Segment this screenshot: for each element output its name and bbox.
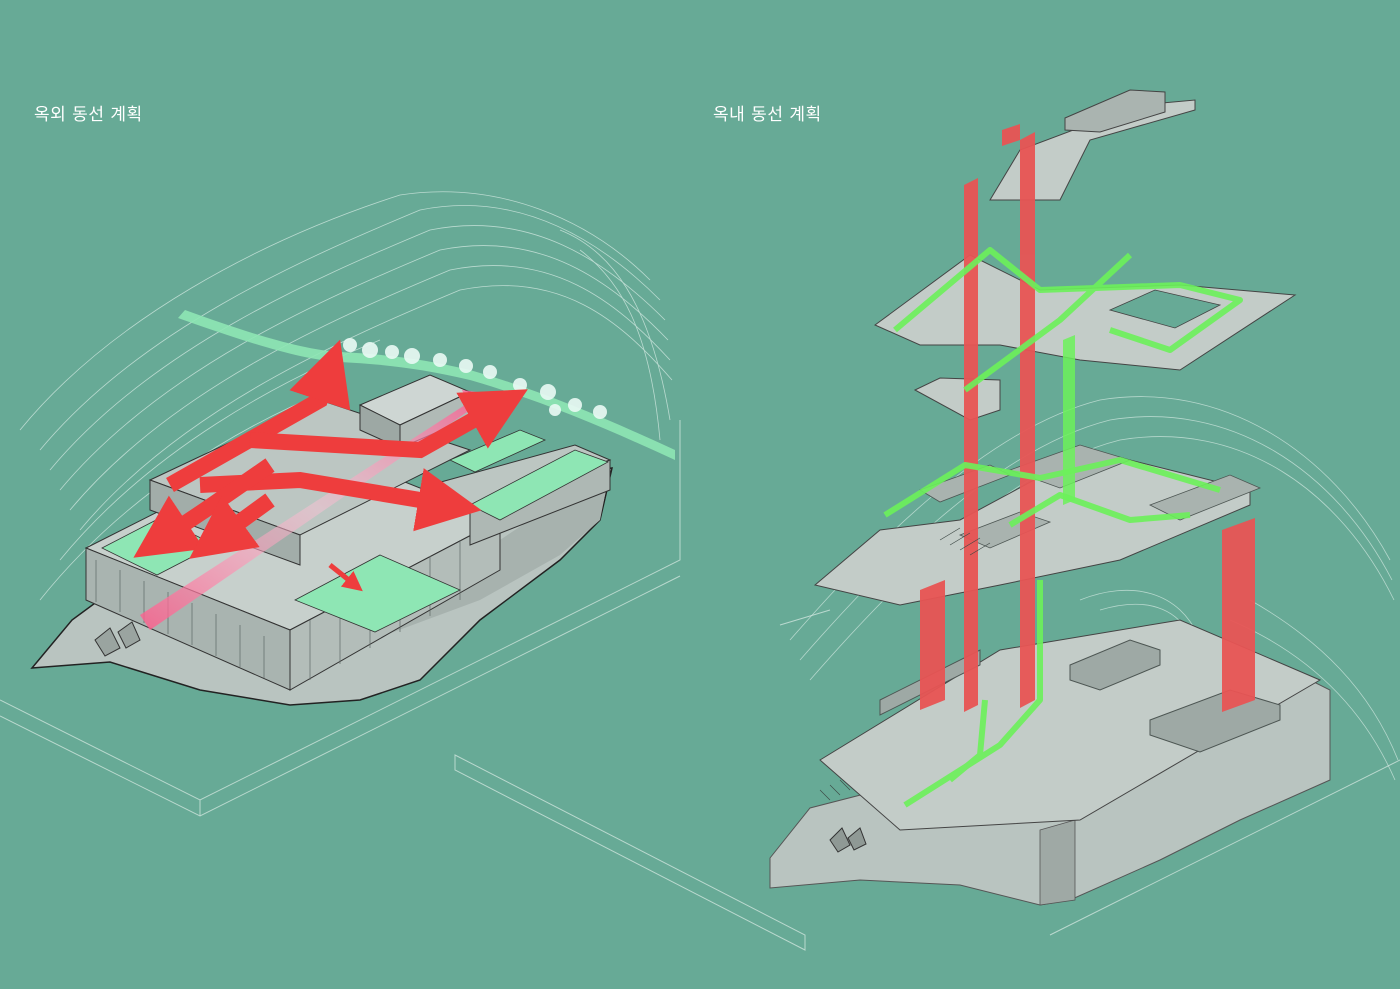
route-upper bbox=[893, 247, 1243, 353]
horizontal-circulation bbox=[883, 247, 1243, 808]
outdoor-diagram bbox=[0, 191, 681, 817]
base-stairs-right bbox=[829, 827, 867, 853]
core-a bbox=[1020, 132, 1035, 708]
floor-upper-void bbox=[1108, 289, 1222, 329]
vertical-cores bbox=[920, 124, 1255, 712]
indoor-circulation-title: 옥내 동선 계획 bbox=[713, 105, 822, 125]
floor-roof bbox=[989, 99, 1196, 201]
outdoor-circulation-arrows bbox=[133, 339, 528, 559]
green-vertical-shaft bbox=[1063, 335, 1075, 505]
route-ground-link bbox=[948, 699, 988, 783]
site-slab bbox=[0, 420, 681, 817]
core-c bbox=[1222, 518, 1255, 712]
core-e bbox=[1002, 124, 1020, 146]
base-stairs bbox=[94, 621, 141, 657]
route-middle-link bbox=[1008, 492, 1191, 528]
terrain-wall bbox=[1039, 819, 1076, 906]
route-middle bbox=[883, 457, 1221, 518]
arrow-north-west bbox=[166, 339, 351, 492]
core-b bbox=[964, 178, 978, 712]
core-d bbox=[920, 580, 945, 710]
floor-upper-mezzanine bbox=[913, 377, 1001, 421]
railings bbox=[819, 527, 991, 801]
arrow-south bbox=[189, 493, 275, 559]
roof-block bbox=[1064, 89, 1166, 133]
route-upper-link bbox=[963, 252, 1133, 393]
arrow-main-east bbox=[249, 389, 528, 459]
site-slab-right bbox=[454, 609, 1400, 951]
indoor-diagram bbox=[454, 89, 1400, 951]
floor-upper bbox=[874, 254, 1297, 371]
outdoor-circulation-title: 옥외 동선 계획 bbox=[34, 105, 143, 125]
trees bbox=[343, 338, 607, 419]
arrow-courtyard bbox=[328, 563, 363, 592]
